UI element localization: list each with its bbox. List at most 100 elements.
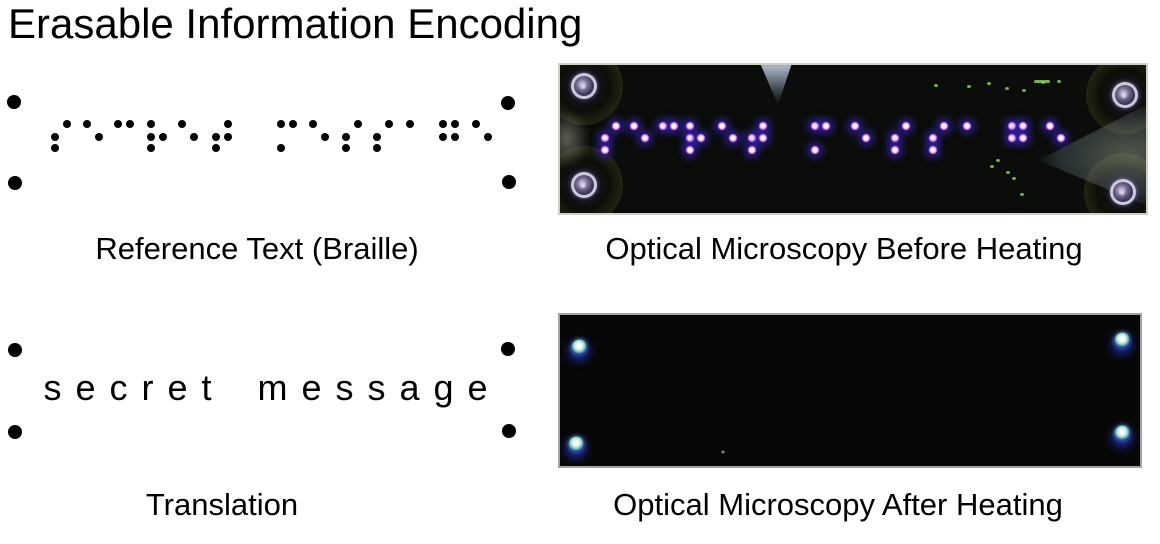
braille-dot-r xyxy=(685,121,695,131)
alignment-dot-bottom-left xyxy=(8,176,22,190)
braille-dot-s xyxy=(342,144,350,152)
braille-dot-s xyxy=(611,121,621,131)
residual-marker-bottom-left xyxy=(568,436,584,452)
braille-dot-a xyxy=(962,121,972,131)
braille-dot-s xyxy=(901,121,911,131)
braille-dot-t xyxy=(747,145,757,155)
braille-dot-g xyxy=(1018,133,1028,143)
braille-dot-t xyxy=(747,133,757,143)
braille-dot-s xyxy=(51,144,59,152)
ring-marker-top-left xyxy=(571,73,597,99)
braille-dot-g xyxy=(1018,121,1028,131)
braille-dot-m xyxy=(277,144,285,152)
braille-dot-m xyxy=(821,121,831,131)
braille-dot-m xyxy=(289,120,297,128)
green-speckle xyxy=(967,85,971,88)
braille-dot-s xyxy=(51,133,59,141)
braille-dot-t xyxy=(212,133,220,141)
residual-marker-top-left xyxy=(571,339,587,355)
braille-dot-e xyxy=(717,121,727,131)
braille-dot-e xyxy=(850,121,860,131)
braille-dot-s xyxy=(354,120,362,128)
braille-dot-t xyxy=(758,121,768,131)
braille-dot-m xyxy=(810,145,820,155)
braille-dot-r xyxy=(147,144,155,152)
caption-translation: Translation xyxy=(145,487,299,522)
braille-dot-r xyxy=(159,133,167,141)
braille-dot-e xyxy=(321,133,329,141)
residual-marker-bottom-right xyxy=(1114,425,1130,441)
braille-dot-e xyxy=(190,133,198,141)
braille-dot-g xyxy=(451,120,459,128)
braille-dot-t xyxy=(224,120,232,128)
braille-dot-s xyxy=(373,133,381,141)
braille-dot-m xyxy=(810,121,820,131)
braille-dot-g xyxy=(439,133,447,141)
braille-dot-g xyxy=(451,133,459,141)
braille-dot-g xyxy=(1007,133,1017,143)
caption-microscopy-after: Optical Microscopy After Heating xyxy=(613,487,1063,522)
braille-dot-e xyxy=(640,133,650,143)
green-speckle xyxy=(934,84,938,87)
braille-dot-s xyxy=(890,145,900,155)
alignment-dot-bottom-left xyxy=(8,425,22,439)
braille-dot-a xyxy=(406,120,414,128)
green-speckle xyxy=(1006,171,1010,174)
braille-dot-e xyxy=(484,133,492,141)
alignment-dot-top-left xyxy=(8,343,22,357)
braille-dot-c xyxy=(669,121,679,131)
braille-dot-r xyxy=(685,145,695,155)
translation-panel xyxy=(0,308,545,478)
braille-dot-g xyxy=(439,120,447,128)
green-speckle xyxy=(1022,89,1026,92)
braille-dot-r xyxy=(685,133,695,143)
figure-title: Erasable Information Encoding xyxy=(8,0,583,47)
braille-dot-e xyxy=(1045,121,1055,131)
ring-marker-top-right xyxy=(1112,82,1138,108)
braille-dot-s xyxy=(928,145,938,155)
braille-dot-r xyxy=(147,120,155,128)
braille-dot-s xyxy=(928,133,938,143)
braille-dot-e xyxy=(861,133,871,143)
edge-haze-left xyxy=(560,109,590,169)
braille-dot-e xyxy=(1056,133,1066,143)
braille-reference-panel xyxy=(0,60,545,230)
braille-dot-s xyxy=(63,120,71,128)
braille-dot-e xyxy=(728,133,738,143)
braille-dot-e xyxy=(309,120,317,128)
braille-dot-e xyxy=(178,120,186,128)
micro-braille-dots xyxy=(560,65,1146,213)
braille-dot-t xyxy=(212,144,220,152)
braille-dot-s xyxy=(342,133,350,141)
green-speckle xyxy=(1012,177,1016,180)
green-speck xyxy=(721,450,725,454)
braille-dot-s xyxy=(890,133,900,143)
alignment-dot-top-left xyxy=(7,95,21,109)
alignment-dot-bottom-right xyxy=(502,424,516,438)
green-speckle xyxy=(1057,80,1061,83)
braille-dot-e xyxy=(83,120,91,128)
microscopy-after-image xyxy=(558,313,1142,468)
braille-dot-s xyxy=(373,144,381,152)
green-speckle xyxy=(1005,87,1009,90)
braille-dot-c xyxy=(114,120,122,128)
residual-marker-top-right xyxy=(1114,332,1130,348)
green-speckle xyxy=(1020,193,1024,196)
braille-dot-s xyxy=(600,145,610,155)
green-speckle xyxy=(996,159,1000,162)
ring-marker-bottom-right xyxy=(1110,179,1136,205)
braille-dot-t xyxy=(758,133,768,143)
caption-reference-text: Reference Text (Braille) xyxy=(95,231,419,266)
green-speckle xyxy=(1041,81,1045,84)
braille-dot-g xyxy=(1007,121,1017,131)
braille-reference-dots xyxy=(0,60,545,230)
braille-dot-e xyxy=(472,120,480,128)
braille-dot-m xyxy=(277,120,285,128)
caption-microscopy-before: Optical Microscopy Before Heating xyxy=(605,231,1083,266)
braille-dot-c xyxy=(658,121,668,131)
braille-dot-s xyxy=(939,121,949,131)
braille-dot-s xyxy=(385,120,393,128)
translation-message-text: secret message xyxy=(43,367,502,408)
microscopy-before-image xyxy=(558,63,1148,215)
